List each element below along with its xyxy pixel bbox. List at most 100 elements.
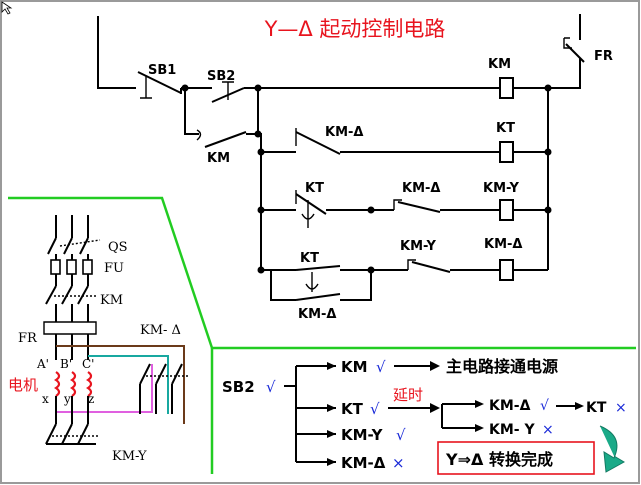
seq-kt-off-cross: × [615, 400, 627, 416]
seq-delay: 延时 [393, 386, 423, 404]
kt-coil [499, 141, 514, 163]
seq-kmy-off-cross: × [542, 422, 554, 438]
seq-result: Y⇒Δ 转换完成 [445, 450, 553, 469]
fr-label: FR [594, 49, 613, 64]
terminal-y: y [63, 392, 71, 406]
fuse [50, 259, 61, 275]
junction-dot [367, 206, 375, 214]
kmy-coil [499, 199, 514, 221]
wire-teal [88, 355, 169, 414]
kt-time-contact-1 [261, 190, 394, 228]
kmy-coil-label: KM-Y [483, 181, 519, 196]
km-main-contacts [45, 285, 89, 305]
sequence-flow: SB2 √ KM √ 主电路接通电源 KT √ 延时 KM-Δ √ KT × K… [222, 357, 627, 475]
qs-switch [47, 237, 89, 255]
arrowhead [430, 361, 440, 371]
kmy-contact-label: KM-Y [400, 239, 436, 254]
kmy-main-contacts [45, 423, 89, 445]
diagram-title: Y—Δ 起动控制电路 [264, 17, 446, 41]
motor-label: 电机 [8, 376, 38, 394]
kmd-hold-label: KM-Δ [298, 307, 336, 322]
kmd-main-label: KM- Δ [140, 323, 181, 338]
km-main-label: KM [100, 293, 123, 308]
seq-kmd-1-check: √ [540, 398, 549, 414]
kt-contact-2-label: KT [300, 251, 319, 266]
kt-coil-label: KT [496, 121, 515, 136]
terminal-b: B' [60, 357, 72, 371]
seq-kmd: KM-Δ [341, 454, 386, 472]
seq-sb2-check: √ [266, 378, 276, 396]
seq-km-result: 主电路接通电源 [446, 357, 558, 376]
kt-time-contact-2 [261, 265, 408, 292]
seq-arrowheads [327, 362, 336, 466]
seq-km-check: √ [376, 358, 386, 376]
terminal-c: C' [82, 357, 94, 371]
wire [441, 403, 476, 429]
cursor-icon [1, 1, 13, 15]
kmd-nc-contact [261, 128, 500, 155]
kmd-contact-label: KM-Δ [325, 125, 363, 140]
km-hold-label: KM [207, 151, 230, 166]
fr-heater [43, 321, 97, 335]
fr-contact [548, 14, 585, 89]
seq-trunk [284, 366, 297, 462]
wire [55, 215, 89, 238]
arrowhead [430, 403, 440, 413]
kmy-main-label: KM-Y [112, 449, 147, 464]
kmy-nc-contact [407, 259, 500, 273]
seq-kmd-cross: × [392, 454, 405, 472]
result-box [437, 441, 595, 475]
seq-kmy-check: √ [396, 426, 406, 444]
kmd-contact-2-label: KM-Δ [402, 181, 440, 196]
km-coil [499, 77, 514, 99]
seq-kmy: KM-Y [341, 426, 384, 444]
control-circuit: SB1 SB2 KM KM [97, 14, 613, 322]
fuse [82, 259, 93, 275]
km-hold-contact [184, 88, 258, 148]
kmd-main-contacts [139, 363, 183, 385]
arrowhead [475, 400, 484, 432]
section-divider [8, 196, 636, 350]
left-rail [97, 16, 130, 89]
seq-kmd-1: KM-Δ [489, 398, 531, 414]
wire [55, 304, 89, 322]
terminal-a: A' [36, 357, 49, 371]
wire [55, 396, 89, 424]
kmd-coil-label: KM-Δ [484, 237, 522, 252]
wire [59, 239, 101, 247]
main-circuit: QS FU KM FR 电机 A' B' C' x y z [8, 215, 190, 464]
seq-kt: KT [341, 400, 364, 418]
motor-winding [70, 371, 77, 397]
fuse [66, 259, 77, 275]
wire [55, 254, 89, 286]
seq-kt-off: KT [586, 400, 607, 416]
kmd-coil [499, 259, 514, 281]
seq-branches [296, 365, 336, 463]
arrowhead [575, 402, 584, 410]
fu-label: FU [104, 261, 124, 276]
sb2-switch [210, 81, 258, 103]
fr-main-label: FR [18, 331, 38, 346]
terminal-x: x [42, 392, 49, 406]
motor-winding [54, 371, 61, 397]
sb1-label: SB1 [148, 63, 176, 78]
km-coil-label: KM [488, 57, 511, 72]
wire-brown [56, 345, 185, 424]
motor-winding [86, 371, 93, 397]
kt-contact-1-label: KT [305, 181, 324, 196]
seq-sb2-label: SB2 [222, 378, 255, 396]
seq-km: KM [341, 358, 368, 376]
qs-label: QS [108, 240, 128, 255]
curved-arrow-icon [599, 425, 625, 473]
kmd-hold-contact [270, 270, 372, 301]
sb2-label: SB2 [207, 69, 235, 84]
seq-kt-check: √ [370, 400, 380, 418]
vertical-bus [257, 88, 262, 270]
wire [139, 384, 173, 414]
terminal-z: z [88, 392, 94, 406]
seq-kmy-off: KM- Y [489, 422, 535, 438]
kmd-nc-contact-2 [393, 199, 500, 213]
